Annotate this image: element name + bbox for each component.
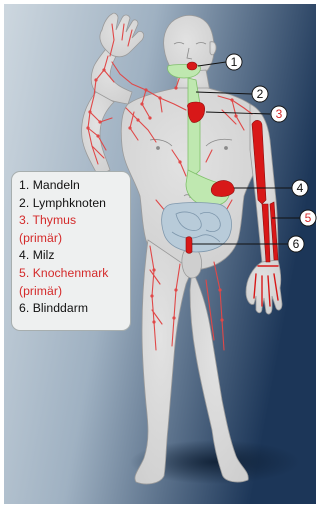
intestines [162, 203, 232, 253]
legend-number: 2. [19, 196, 29, 210]
legend-number: 6. [19, 301, 29, 315]
legend-item-6: 6. Blinddarm [19, 300, 130, 318]
legend-item-4: 4. Milz [19, 247, 130, 265]
legend-label: Blinddarm [33, 301, 88, 315]
callout-number-6: 6 [293, 237, 300, 251]
callout-number-5: 5 [305, 211, 312, 225]
tonsils-organ [187, 62, 197, 70]
legend-number: 5. [19, 266, 29, 280]
callout-number-2: 2 [257, 87, 264, 101]
legend-label: Thymus [32, 213, 76, 227]
legend-label: Knochenmark [33, 266, 109, 280]
legend-number: 1. [19, 178, 29, 192]
callout-number-3: 3 [276, 107, 283, 121]
callout-number-4: 4 [297, 181, 304, 195]
legend-label: Milz [33, 248, 55, 262]
legend-item-1: 1. Mandeln [19, 177, 130, 195]
legend-item-2: 2. Lymphknoten [19, 195, 130, 213]
legend-box: 1. Mandeln 2. Lymphknoten 3. Thymus (pri… [11, 171, 131, 331]
legend-number: 3. [19, 213, 29, 227]
appendix-organ [186, 237, 192, 254]
legend-item-5-continuation: (primär) [19, 283, 130, 301]
legend-label: Mandeln [33, 178, 80, 192]
legend-label: Lymphknoten [33, 196, 106, 210]
legend-item-3: 3. Thymus [19, 212, 130, 230]
callout-number-1: 1 [231, 55, 238, 69]
legend-item-5: 5. Knochenmark [19, 265, 130, 283]
legend-number: 4. [19, 248, 29, 262]
legend-item-3-continuation: (primär) [19, 230, 130, 248]
